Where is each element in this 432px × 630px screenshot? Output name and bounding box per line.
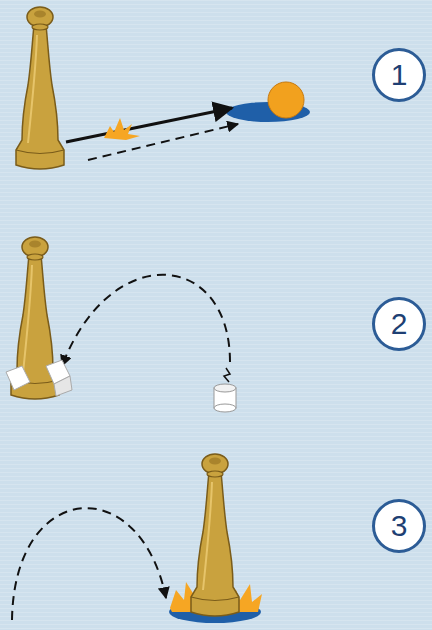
step-number-circle: 1 [372,48,426,102]
roll-object [214,384,236,412]
flight-arrow [12,508,166,620]
callout-number: 2 [391,309,408,339]
skittle [191,454,239,616]
flight-arrow [62,275,230,366]
impact-spark [104,118,140,140]
callout-number: 3 [391,511,408,541]
knocked-cubes [6,360,72,396]
path-arrow [88,124,238,160]
step-number-circle: 2 [372,297,426,351]
callout-number: 1 [391,60,408,90]
skittle [16,7,64,169]
ball [268,82,304,118]
step-number-circle: 3 [372,499,426,553]
spark-mark [224,368,230,382]
throw-arrow [66,108,232,142]
